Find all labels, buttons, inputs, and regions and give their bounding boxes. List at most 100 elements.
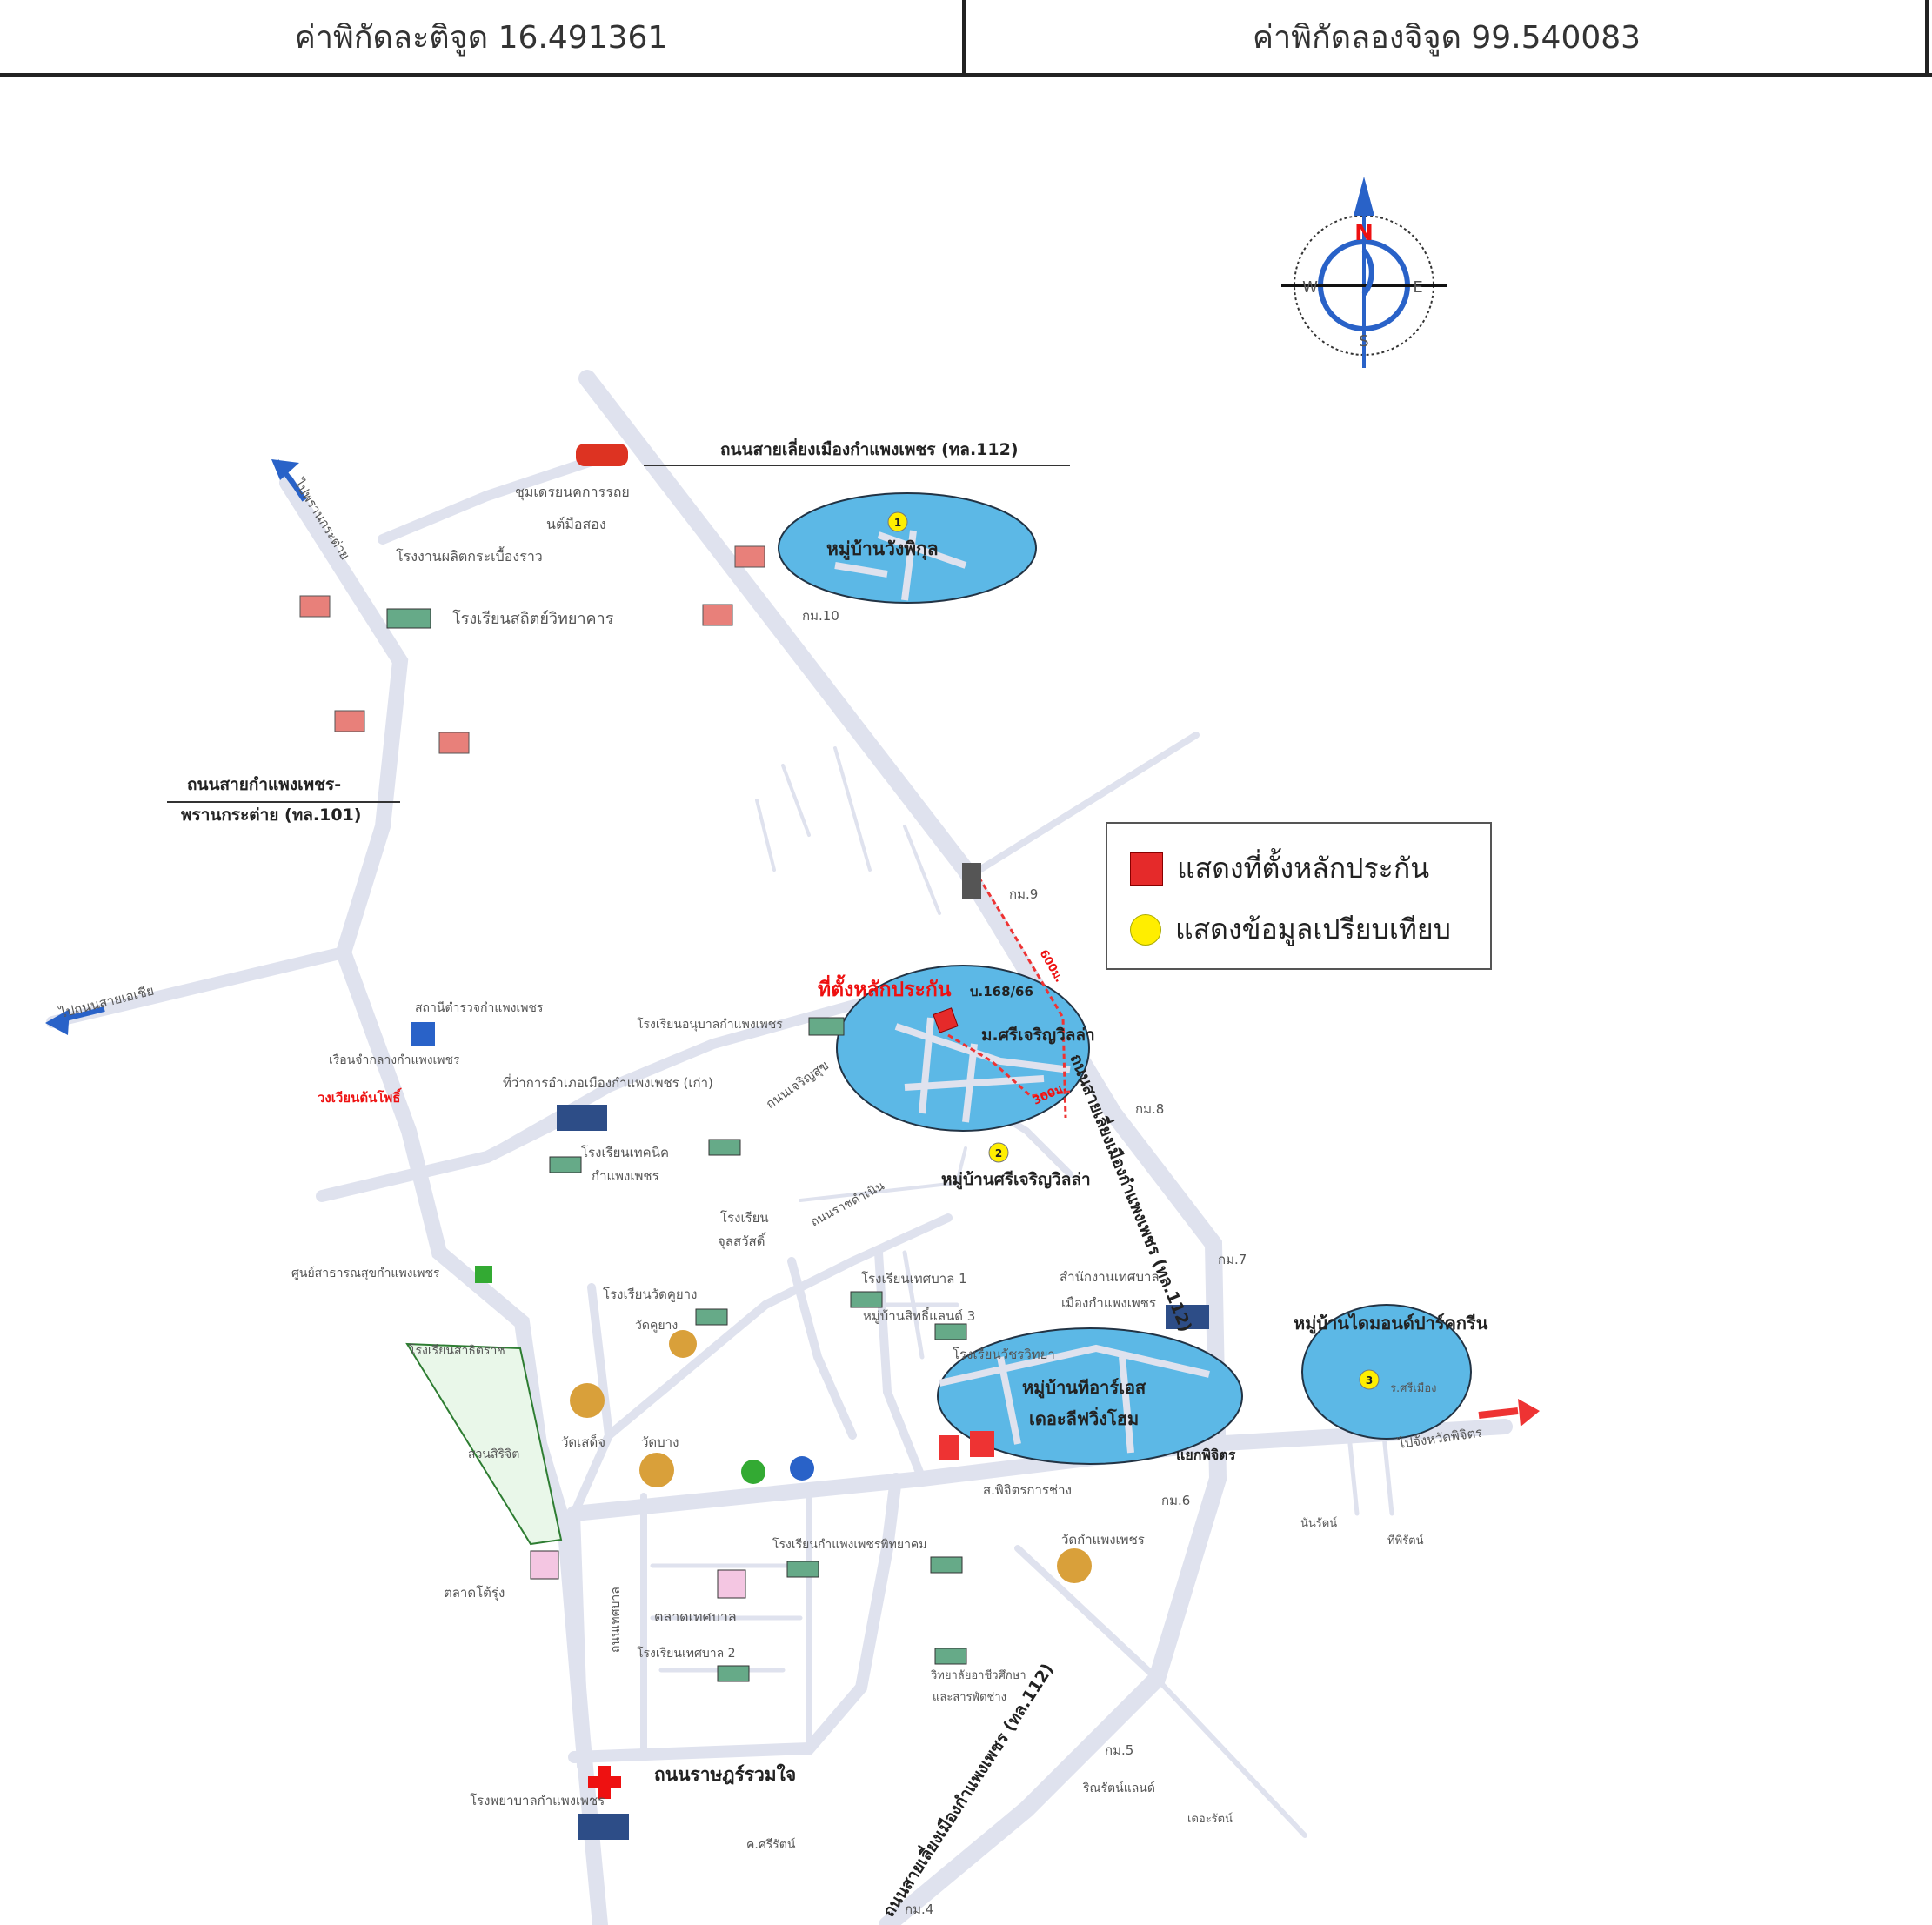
village-label-sricharoen-2: หมู่บ้านศรีเจริญวิลล่า	[941, 1170, 1091, 1190]
hospital-building-icon	[578, 1814, 629, 1840]
store-icon	[970, 1431, 994, 1457]
place-label: สำนักงานเทศบาล	[1060, 1269, 1160, 1285]
place-label: ค.ศรีรัตน์	[746, 1837, 796, 1852]
compass-s: S	[1359, 332, 1368, 351]
collateral-label: ที่ตั้งหลักประกัน	[818, 974, 952, 1001]
legend-comparable-text: แสดงข้อมูลเปรียบเทียบ	[1175, 912, 1451, 946]
car-icon	[576, 444, 628, 466]
place-label: วิทยาลัยอาชีวศึกษา	[930, 1668, 1026, 1682]
health-center-icon	[475, 1266, 492, 1283]
compass-rose: N S E W	[1281, 177, 1447, 368]
road-101	[279, 475, 608, 1925]
place-label: นันรัตน์	[1300, 1516, 1337, 1530]
place-label: โรงเรียนอนุบาลกำแพงเพชร	[637, 1017, 783, 1032]
road-inner-2	[787, 1257, 857, 1440]
hospital-cross-icon	[588, 1766, 621, 1799]
legend-collateral-text: แสดงที่ตั้งหลักประกัน	[1177, 852, 1430, 885]
place-label: วัดบาง	[641, 1434, 679, 1450]
legend-red-square-icon	[1130, 852, 1163, 886]
temple-icon	[1057, 1548, 1092, 1583]
place-label: โรงเรียนวัดคูยาง	[603, 1287, 697, 1302]
latitude-label: ค่าพิกัดละติจูด 16.491361	[294, 19, 668, 56]
place-label: หมู่บ้านสิทธิ์แลนด์ 3	[863, 1307, 975, 1324]
collateral-house-no: บ.168/66	[970, 984, 1033, 999]
store-icon	[939, 1435, 959, 1460]
road-label-101-line1: ถนนสายกำแพงเพชร-	[187, 775, 341, 794]
village-diamond-zone	[1301, 1304, 1472, 1440]
place-label: แยกพิจิตร	[1176, 1447, 1236, 1463]
place-label: โรงเรียนสาธิตราช	[409, 1343, 505, 1358]
park-sirijit	[405, 1342, 563, 1546]
place-label: ส.พิจิตรการช่าง	[983, 1482, 1072, 1498]
road-east-2	[1346, 1424, 1394, 1516]
school-icon	[386, 608, 967, 1682]
gov-building-icon	[557, 1105, 607, 1131]
place-label: โรงเรียนเทศบาล 2	[637, 1646, 736, 1661]
road-label-112-top: ถนนสายเลี่ยงเมืองกำแพงเพชร (ทล.112)	[720, 438, 1019, 459]
legend-row-collateral: แสดงที่ตั้งหลักประกัน	[1130, 846, 1429, 891]
place-label: และสารพัดช่าง	[933, 1691, 1006, 1704]
place-label: เรือนจำกลางกำแพงเพชร	[329, 1053, 460, 1067]
village-label-sricharoen: ม.ศรีเจริญวิลล่า	[981, 1026, 1095, 1045]
place-label: วงเวียนต้นโพธิ์	[318, 1087, 402, 1106]
road-diag-2	[482, 995, 875, 1162]
place-label: โรงเรียนเทคนิค	[581, 1145, 669, 1160]
place-label: กำแพงเพชร	[592, 1168, 659, 1184]
market-icon	[530, 1550, 559, 1580]
road-network	[46, 370, 1513, 1925]
collateral-route	[933, 869, 1071, 1119]
place-label: โรงงานผลิตกระเบื้องราว	[396, 546, 543, 565]
place-label: โรงเรียน	[720, 1210, 769, 1226]
direction-arrows	[45, 459, 1540, 1427]
village-label-wangpikun: หมู่บ้านวังพิกุล	[826, 538, 939, 561]
village-label-diamond: หมู่บ้านไดมอนด์ปาร์คกรีน	[1294, 1313, 1488, 1335]
temple-icon	[669, 1330, 697, 1358]
road-grid-b	[799, 1146, 967, 1202]
km-label: กม.8	[1135, 1101, 1164, 1117]
svg-text:1: 1	[894, 517, 901, 529]
comparable-1: 1	[887, 511, 908, 532]
longitude-label: ค่าพิกัดลองจิจูด 99.540083	[1252, 19, 1641, 56]
road-se-1	[1014, 1545, 1160, 1682]
road-grid-d	[867, 1250, 959, 1360]
road-curve	[605, 1213, 953, 1440]
place-label: ที่ว่าการอำเภอเมืองกำแพงเพชร (เก่า)	[503, 1073, 713, 1091]
km-label: กม.6	[1161, 1493, 1190, 1508]
svg-text:3: 3	[1366, 1374, 1373, 1387]
place-label: ตลาดโต้รุ่ง	[444, 1585, 505, 1601]
road-se-2	[1154, 1676, 1307, 1838]
bank-icon	[741, 1460, 765, 1484]
road-inner-1	[570, 1283, 614, 1518]
legend-yellow-circle-icon	[1130, 913, 1161, 946]
road-south-4	[568, 1473, 902, 1763]
place-label: ตลาดเทศบาล	[654, 1608, 737, 1625]
place-label: โรงเรียนวัชรวิทยา	[953, 1347, 1055, 1362]
house-icon	[299, 545, 765, 754]
road-labels: ถนนสายเลี่ยงเมืองกำแพงเพชร (ทล.112) ถนนส…	[57, 438, 1484, 1921]
comparable-markers[interactable]: 1 2 3	[887, 511, 1380, 1390]
place-label: วัดคูยาง	[635, 1319, 678, 1333]
km-label: กม.9	[1009, 886, 1038, 902]
village-labels: หมู่บ้านวังพิกุล ม.ศรีเจริญวิลล่า หมู่บ้…	[826, 538, 1488, 1429]
map-icons	[299, 444, 1209, 1840]
road-label-thesa: ถนนเทศบาล	[609, 1587, 623, 1653]
place-label: วัดเสด็จ	[561, 1434, 605, 1450]
market-icon	[717, 1569, 746, 1599]
village-label-trs: หมู่บ้านทีอาร์เอส	[1022, 1377, 1146, 1400]
place-labels: ชุมเดรยนคการรถย นต์มือสอง โรงงานผลิตกระเ…	[291, 484, 1437, 1917]
road-label-ratchdamnoen: ถนนราชดำเนิน	[808, 1179, 886, 1229]
comparable-3: 3	[1359, 1369, 1380, 1390]
arrow-to-phichit-icon	[1478, 1407, 1519, 1419]
place-label: เดอะรัตน์	[1187, 1812, 1233, 1826]
km-label: กม.5	[1105, 1742, 1133, 1758]
place-label: ชุมเดรยนคการรถย	[515, 484, 630, 501]
road-inner-3	[874, 1248, 926, 1483]
traffic-light-icon	[962, 863, 981, 899]
compass-n: N	[1354, 220, 1374, 246]
place-label: สถานีตำรวจกำแพงเพชร	[415, 1001, 544, 1015]
place-label: ร.ศรีเมือง	[1390, 1381, 1437, 1395]
place-label: ริณรัตน์แลนด์	[1083, 1781, 1155, 1795]
road-label-charoensuk: ถนนเจริญสุข	[763, 1057, 832, 1113]
road-label-101-line2: พรานกระต่าย (ทล.101)	[181, 805, 361, 825]
